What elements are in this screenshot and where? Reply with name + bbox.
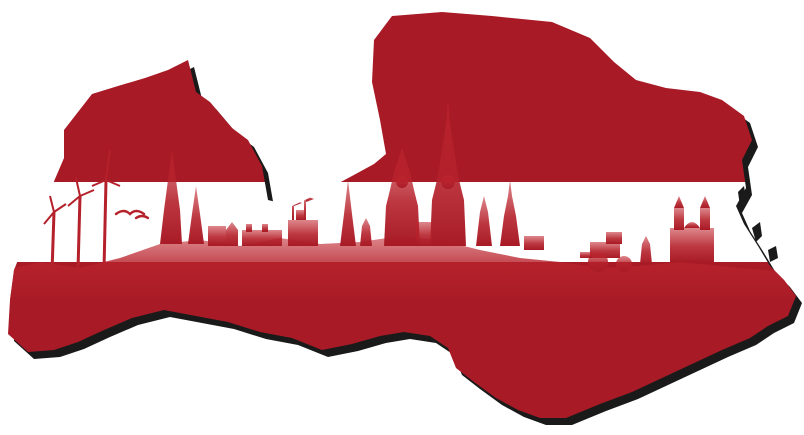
city-skyline (8, 100, 796, 300)
map-edge-fragments (738, 186, 778, 262)
flying-birds (114, 209, 150, 220)
cathedral (670, 196, 714, 262)
wind-turbines (43, 149, 121, 273)
tractor (580, 232, 632, 272)
